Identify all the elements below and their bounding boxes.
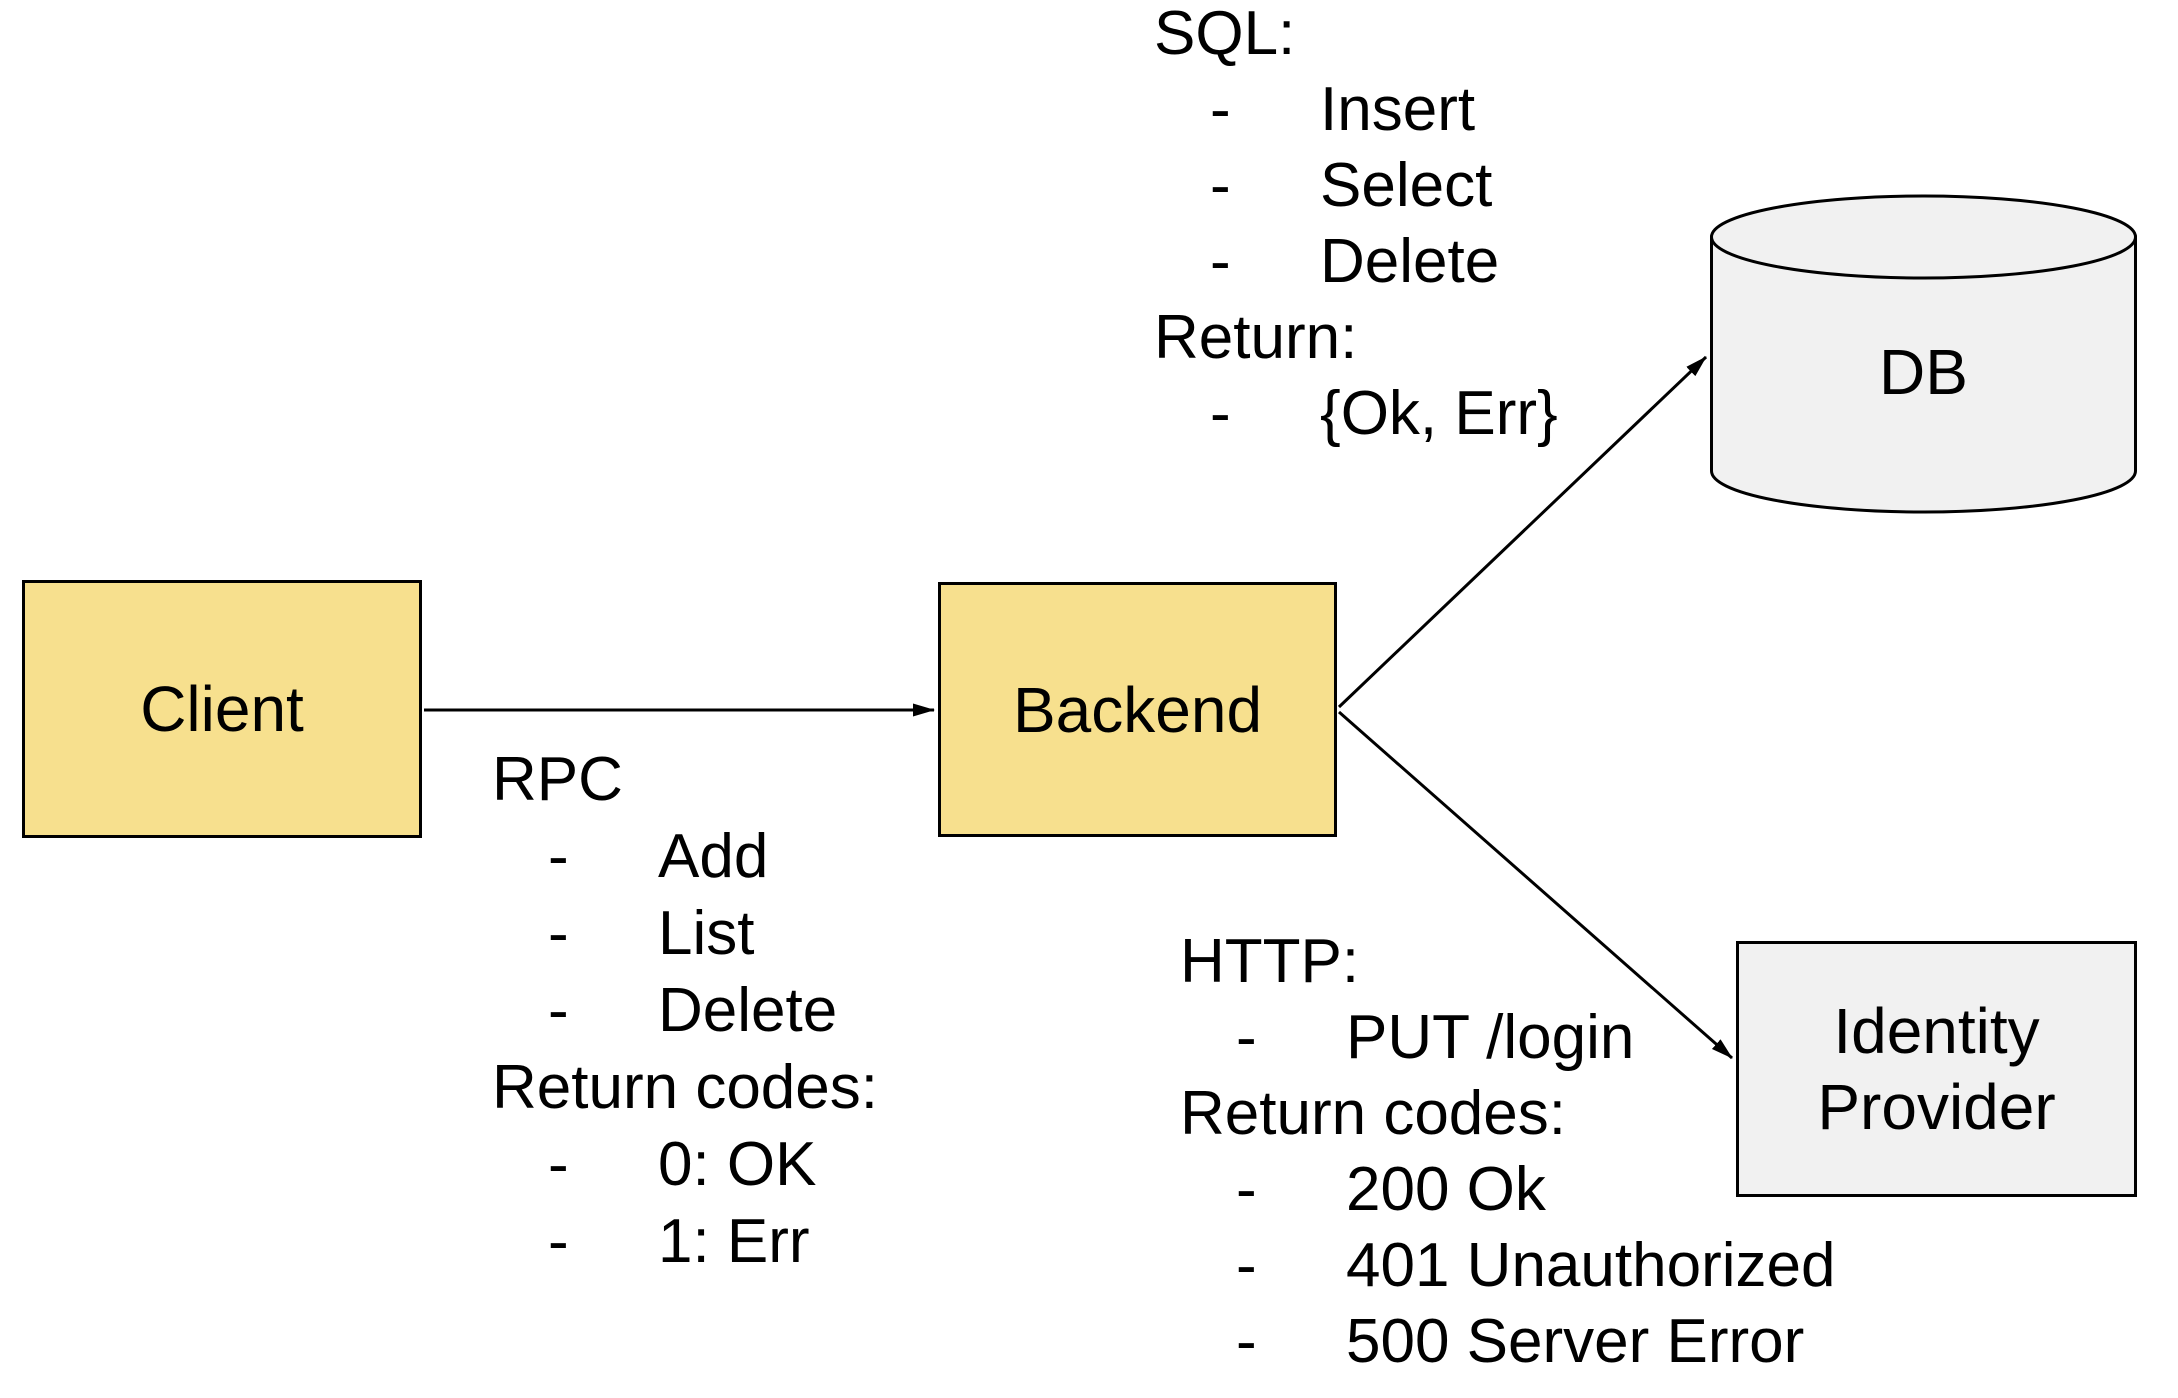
http-title: HTTP: <box>1180 927 1360 996</box>
identity-provider-label-line2: Provider <box>1817 1071 2056 1143</box>
http-return-200: 200 Ok <box>1346 1155 1546 1224</box>
sql-return-title: Return: <box>1154 303 1358 372</box>
bullet-dash: - <box>548 899 569 968</box>
bullet-dash: - <box>548 822 569 891</box>
bullet-dash: - <box>1210 379 1231 448</box>
client-node-label: Client <box>140 673 304 745</box>
identity-provider-label-line1: Identity <box>1833 995 2040 1067</box>
backend-node-label: Backend <box>1012 673 1263 746</box>
sql-title: SQL: <box>1154 0 1296 68</box>
http-item-put-login: PUT /login <box>1346 1003 1635 1072</box>
backend-node: Backend <box>938 582 1337 837</box>
db-cylinder-top <box>1710 194 2137 280</box>
sql-return-item: {Ok, Err} <box>1320 379 1558 448</box>
client-node: Client <box>22 580 422 838</box>
rpc-return-err: 1: Err <box>658 1207 810 1276</box>
bullet-dash: - <box>1236 1003 1257 1072</box>
bullet-dash: - <box>1210 151 1231 220</box>
rpc-item-add: Add <box>658 822 769 891</box>
rpc-item-delete: Delete <box>658 976 838 1045</box>
db-cylinder-body <box>1710 235 2137 514</box>
rpc-return-title: Return codes: <box>492 1053 878 1122</box>
http-return-401: 401 Unauthorized <box>1346 1231 1836 1300</box>
db-node-label: DB <box>1879 336 1968 408</box>
sql-item-delete: Delete <box>1320 227 1500 296</box>
sql-item-insert: Insert <box>1320 75 1476 144</box>
db-cylinder <box>1710 194 2137 514</box>
arrow-backend-to-db <box>1337 355 1708 709</box>
rpc-return-ok: 0: OK <box>658 1130 817 1199</box>
arrow-backend-to-identity-provider <box>1338 710 1733 1060</box>
rpc-item-list: List <box>658 899 755 968</box>
bullet-dash: - <box>548 1130 569 1199</box>
sql-item-select: Select <box>1320 151 1493 220</box>
bullet-dash: - <box>548 976 569 1045</box>
bullet-dash: - <box>548 1207 569 1276</box>
rpc-title: RPC <box>492 745 623 814</box>
http-return-500: 500 Server Error <box>1346 1307 1805 1376</box>
bullet-dash: - <box>1210 75 1231 144</box>
bullet-dash: - <box>1236 1307 1257 1376</box>
bullet-dash: - <box>1210 227 1231 296</box>
http-return-title: Return codes: <box>1180 1079 1566 1148</box>
bullet-dash: - <box>1236 1231 1257 1300</box>
bullet-dash: - <box>1236 1155 1257 1224</box>
identity-provider-node: Identity Provider <box>1736 941 2137 1197</box>
